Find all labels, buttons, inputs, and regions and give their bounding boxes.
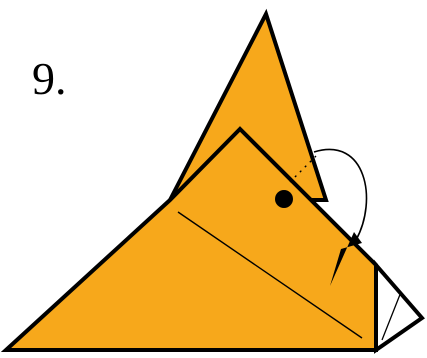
dot-icon	[275, 190, 293, 208]
